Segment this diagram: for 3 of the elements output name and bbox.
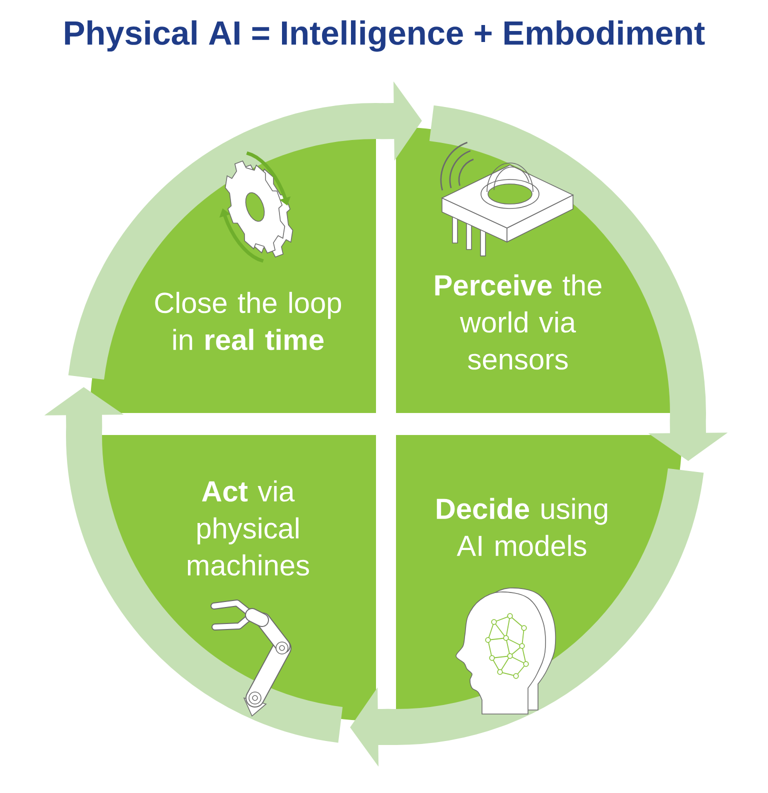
quadrant-segment: Close the loop in real time [90,127,376,413]
title: Physical AI = Intelligence + Embodiment [65,20,705,52]
quadrant-segment: Act via physical machines [90,435,376,721]
